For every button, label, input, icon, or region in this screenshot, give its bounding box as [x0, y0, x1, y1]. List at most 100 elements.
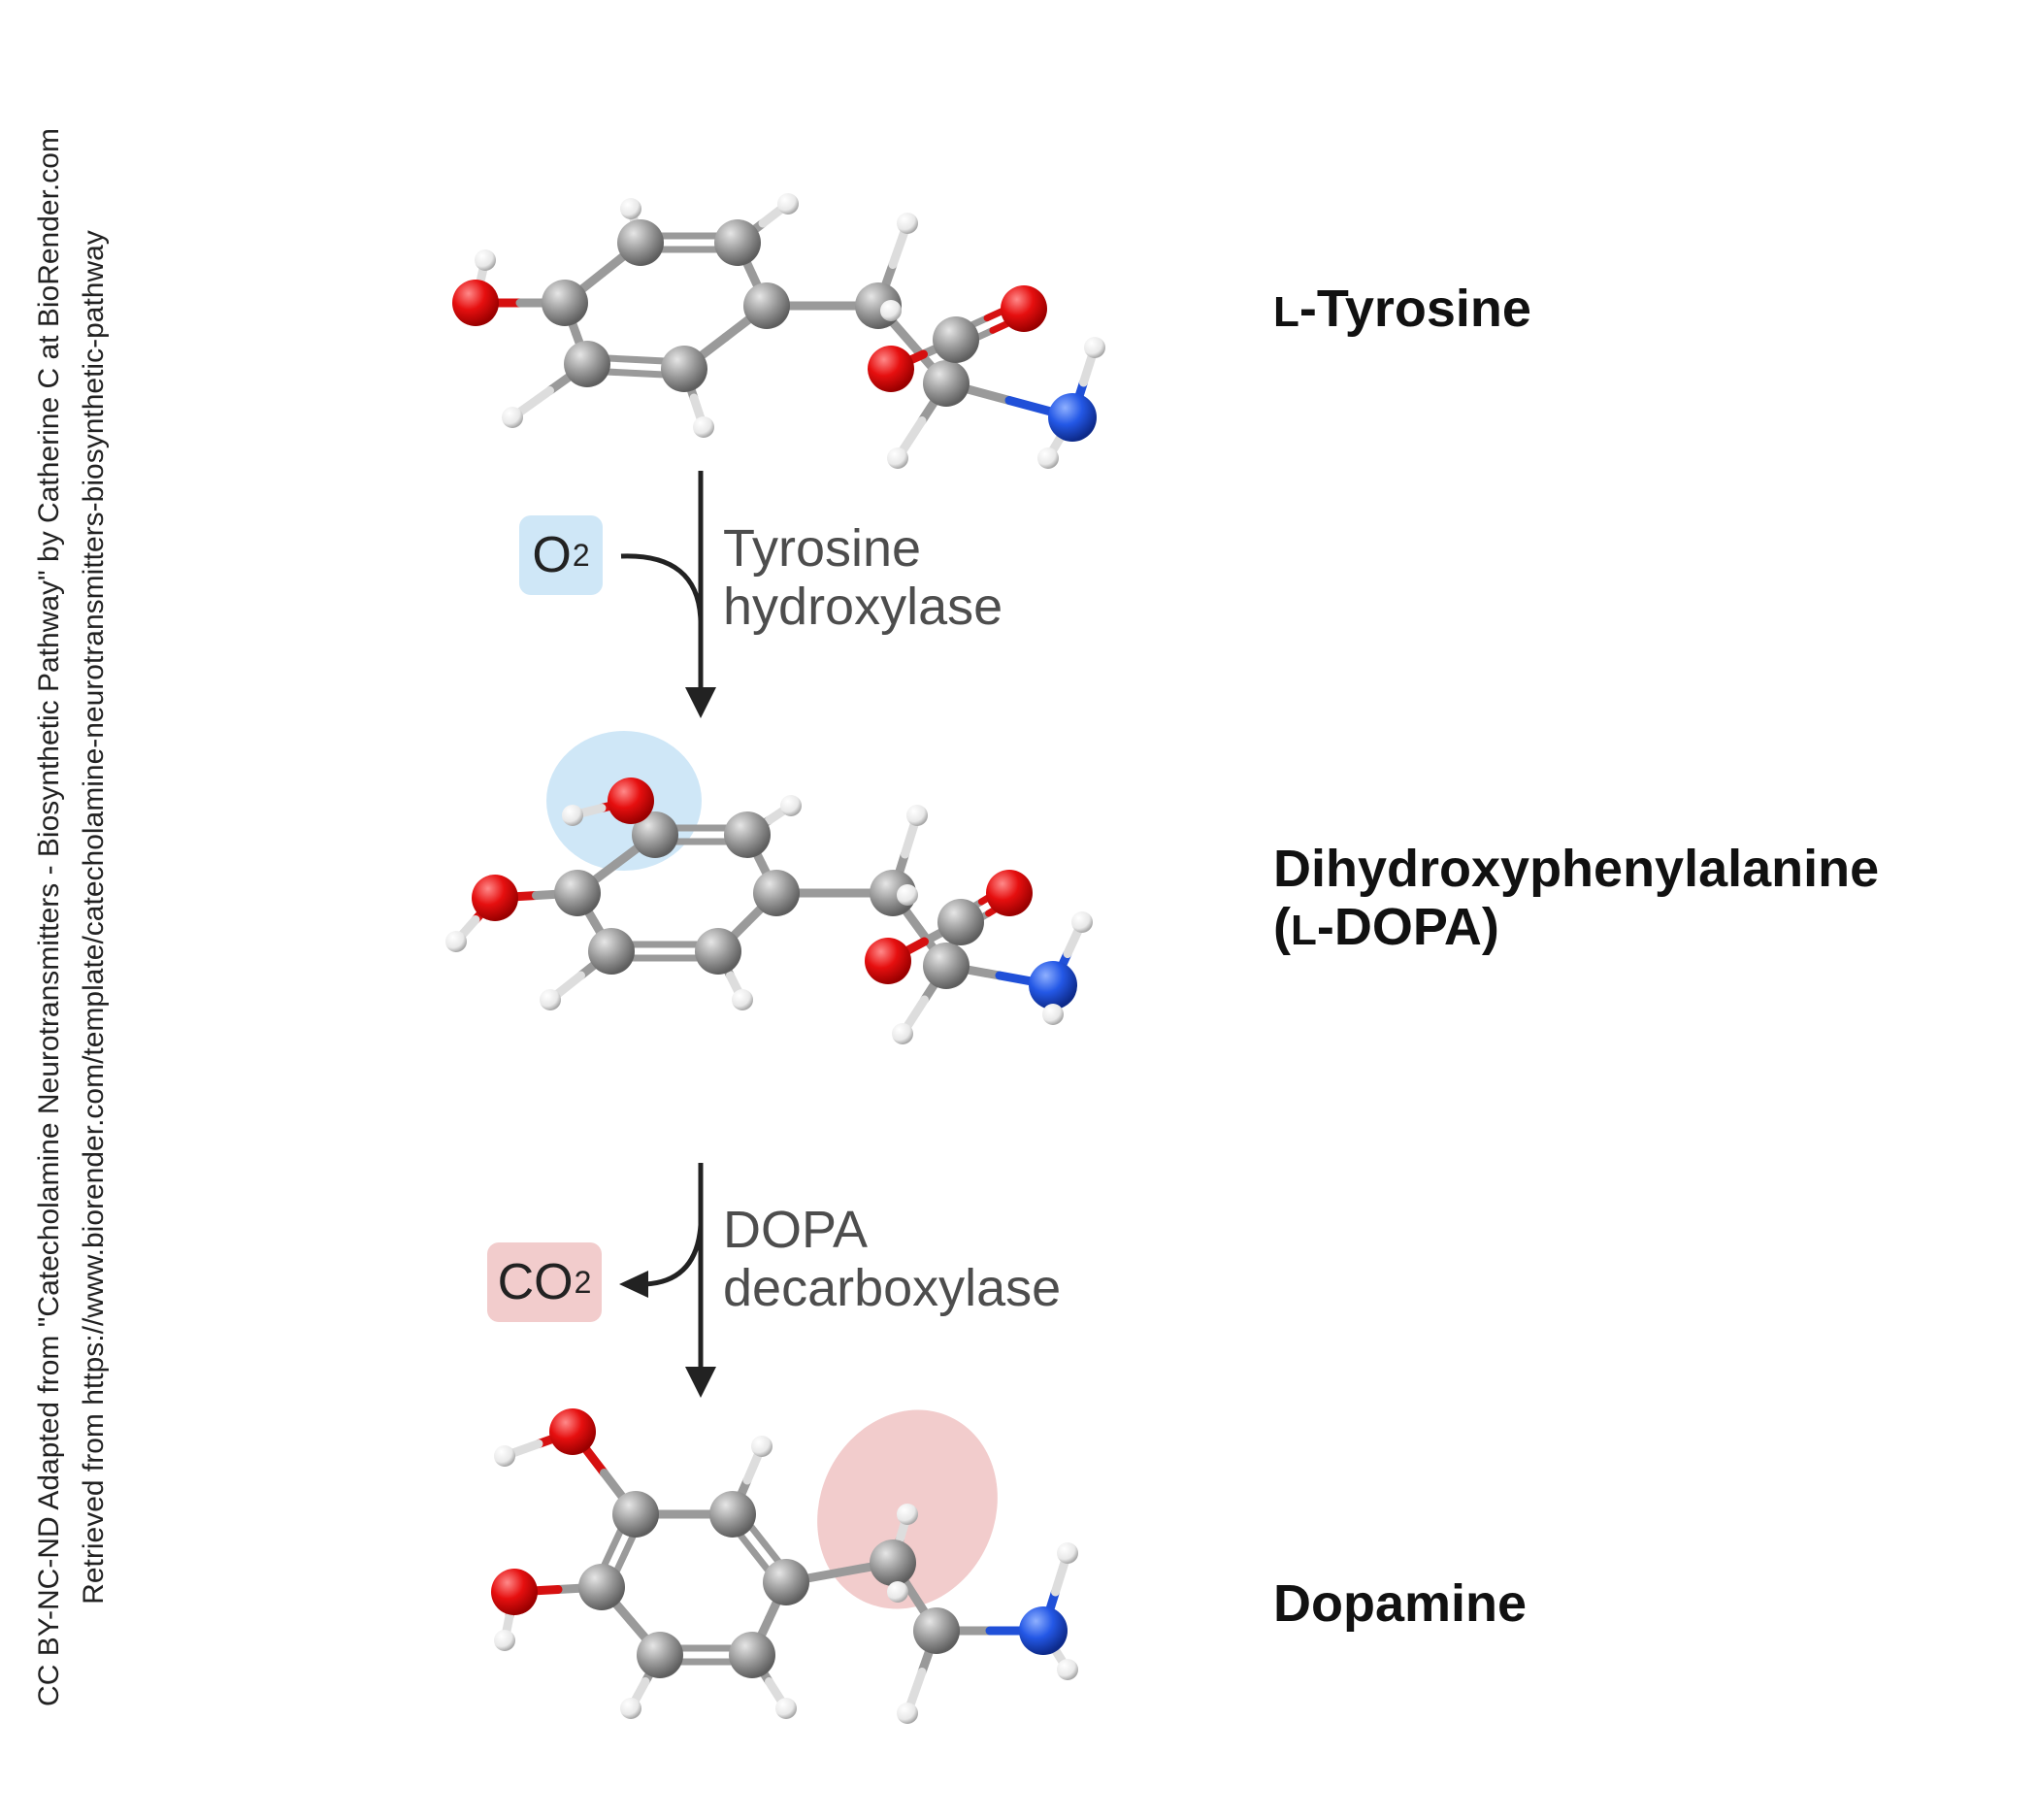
dopa-carbon-atom — [753, 870, 800, 916]
dopamine-label: Dopamine — [1273, 1574, 1527, 1633]
co2-main: CO — [497, 1254, 574, 1310]
credit-line-2: Retrieved from https://www.biorender.com… — [78, 230, 110, 1605]
tyrosine-carbon-atom — [564, 341, 610, 387]
dopa-oxygen-atom — [472, 875, 518, 921]
enzyme1-line1: Tyrosine — [723, 519, 922, 578]
dopamine-carbon-atom — [637, 1632, 683, 1678]
enzyme2-line1: DOPA — [723, 1201, 869, 1259]
tyrosine-hydrogen-atom — [620, 198, 641, 219]
dopamine-oxygen-atom — [549, 1408, 596, 1455]
dopa-carbon-atom — [632, 811, 678, 858]
dopa-oxygen-atom — [608, 778, 654, 824]
tyrosine-carbon-atom — [661, 346, 707, 392]
dopamine-nitrogen-atom — [1019, 1606, 1068, 1655]
tyrosine-carbon-atom — [933, 316, 979, 363]
dopamine-hydrogen-atom — [494, 1445, 515, 1467]
dopa-hydrogen-atom — [540, 989, 561, 1010]
tyrosine-carbon-atom — [743, 282, 790, 329]
dopa-nitrogen-atom — [1029, 961, 1077, 1009]
dopa-hydrogen-atom — [1071, 911, 1093, 933]
tyrosine-carbon-atom — [714, 219, 761, 266]
dopa-carbon-atom — [554, 870, 601, 916]
credit-line-1: CC BY-NC-ND Adapted from "Catecholamine … — [33, 128, 65, 1706]
dopamine-hydrogen-atom — [887, 1581, 908, 1603]
tyrosine-hydrogen-atom — [887, 447, 908, 469]
o2-sub: 2 — [572, 537, 590, 573]
dopamine-carbon-atom — [913, 1607, 960, 1654]
dopa-rest: -DOPA) — [1316, 898, 1499, 956]
dopa-prefix: L — [1290, 907, 1317, 954]
dopamine-carbon-atom — [578, 1564, 625, 1610]
dopamine-carbon-atom — [729, 1632, 775, 1678]
dopa-hydrogen-atom — [732, 989, 753, 1010]
dopamine-carbon-atom — [612, 1491, 659, 1538]
dopamine-hydrogen-atom — [897, 1703, 918, 1724]
o2-input-curve — [620, 553, 704, 622]
step2-arrow — [619, 1163, 716, 1398]
tyrosine-hydrogen-atom — [502, 407, 523, 428]
tyrosine-hydrogen-atom — [897, 213, 918, 234]
dopamine-hydrogen-atom — [897, 1504, 918, 1525]
dopa-hydrogen-atom — [780, 795, 802, 816]
dopamine-carbon-atom — [709, 1491, 756, 1538]
tyrosine-hydrogen-atom — [475, 249, 496, 271]
dopamine-oxygen-atom — [491, 1569, 538, 1615]
dopamine-hydrogen-atom — [620, 1698, 641, 1719]
dopa-hydrogen-atom — [1042, 1004, 1064, 1025]
dopamine-hydrogen-atom — [775, 1698, 797, 1719]
dopa-carbon-atom — [695, 928, 741, 975]
dopa-carbon-atom — [923, 943, 970, 989]
dopamine-hydrogen-atom — [494, 1630, 515, 1651]
tyrosine-hydrogen-atom — [777, 193, 799, 215]
o2-main: O — [532, 527, 572, 583]
dopa-label: Dihydroxyphenylalanine (L-DOPA) — [1273, 840, 1879, 960]
tyrosine-carbon-atom — [923, 360, 970, 407]
dopa-hydrogen-atom — [897, 884, 918, 906]
dopamine-hydrogen-atom — [1057, 1542, 1078, 1564]
credit-text: CC BY-NC-ND Adapted from "Catecholamine … — [27, 44, 116, 1791]
dopa-carbon-atom — [588, 928, 635, 975]
dopa-oxygen-atom — [986, 870, 1033, 916]
dopamine-molecule — [491, 1408, 1078, 1724]
dopamine-hydrogen-atom — [751, 1436, 772, 1457]
dopa-label-line2: (L-DOPA) — [1273, 898, 1879, 960]
dopa-carbon-atom — [724, 811, 771, 858]
tyrosine-prefix: L — [1273, 288, 1299, 336]
enzyme1-line2: hydroxylase — [723, 578, 1003, 636]
dopa-hydrogen-atom — [906, 805, 928, 826]
tyrosine-hydrogen-atom — [1084, 337, 1105, 358]
tyrosine-hydrogen-atom — [1037, 447, 1059, 469]
tyrosine-hydroxylase-label: Tyrosine hydroxylase — [723, 519, 1003, 636]
tyrosine-oxygen-atom — [1001, 285, 1047, 332]
dopamine-name: Dopamine — [1273, 1574, 1528, 1633]
tyrosine-hydrogen-atom — [693, 416, 714, 438]
dopa-label-line1: Dihydroxyphenylalanine — [1273, 840, 1880, 898]
dopa-molecule — [445, 778, 1093, 1044]
tyrosine-hydrogen-atom — [880, 300, 902, 321]
tyrosine-carbon-atom — [617, 219, 664, 266]
tyrosine-molecule — [452, 193, 1105, 469]
dopamine-hydrogen-atom — [1057, 1659, 1078, 1680]
dopa-hydrogen-atom — [892, 1023, 913, 1044]
tyrosine-nitrogen-atom — [1048, 393, 1097, 442]
dopa-hydrogen-atom — [562, 805, 583, 826]
tyrosine-oxygen-atom — [868, 346, 914, 392]
step1-arrow — [620, 471, 716, 718]
tyrosine-label: L-Tyrosine — [1273, 280, 1531, 342]
enzyme2-line2: decarboxylase — [723, 1259, 1062, 1317]
dopamine-carbon-atom — [763, 1559, 809, 1605]
co2-sub: 2 — [574, 1264, 592, 1300]
tyrosine-name: -Tyrosine — [1298, 280, 1531, 338]
tyrosine-carbon-atom — [542, 280, 588, 326]
dopa-hydrogen-atom — [445, 931, 467, 952]
dopa-oxygen-atom — [865, 938, 911, 984]
tyrosine-oxygen-atom — [452, 280, 499, 326]
dopa-decarboxylase-label: DOPA decarboxylase — [723, 1201, 1061, 1317]
dopamine-carbon-atom — [870, 1539, 916, 1586]
dopa-open-paren: ( — [1273, 898, 1291, 956]
dopa-carbon-atom — [937, 899, 984, 945]
co2-output-curve — [644, 1224, 704, 1287]
